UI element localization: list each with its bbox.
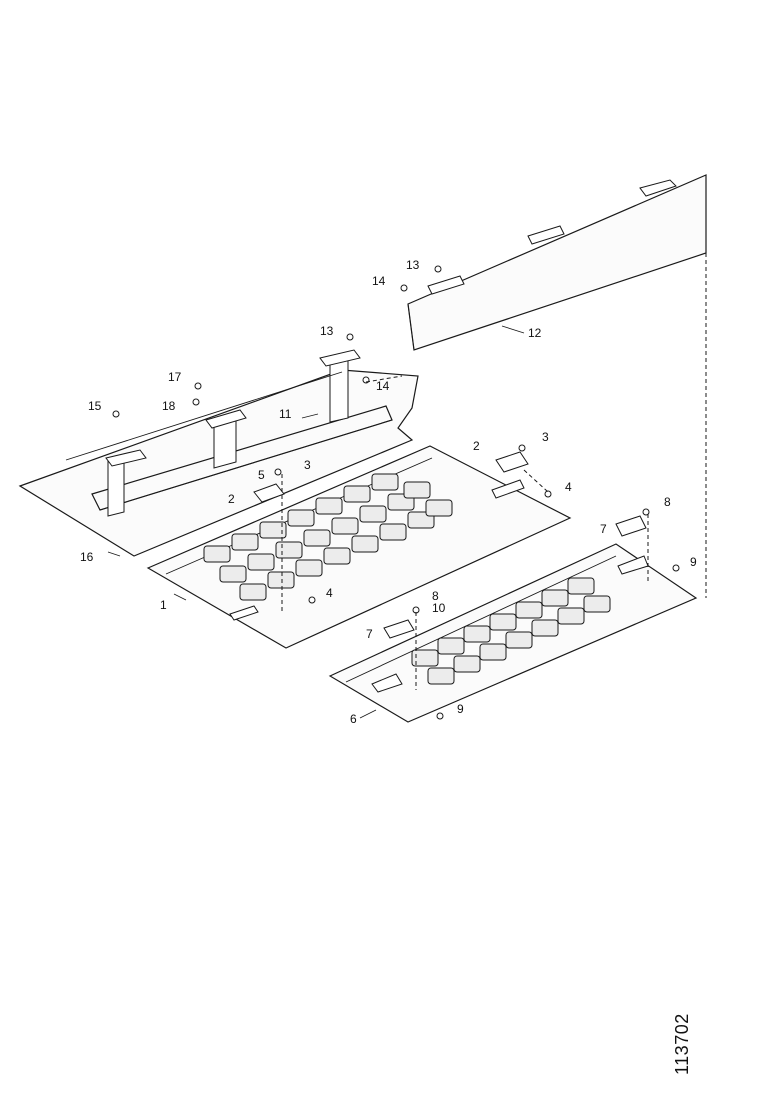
label-15: 15	[88, 399, 102, 413]
label-17: 17	[168, 370, 182, 384]
label-11: 11	[279, 407, 292, 421]
mat-6-cells	[411, 577, 611, 685]
label-8: 8	[664, 495, 671, 509]
label-14: 14	[376, 379, 390, 393]
label-8: 8	[432, 589, 439, 603]
label-14: 14	[372, 274, 386, 288]
label-1: 1	[160, 598, 167, 612]
label-4: 4	[326, 586, 333, 600]
figure-code: 113702	[672, 1013, 692, 1075]
label-7: 7	[600, 522, 607, 536]
label-5: 5	[258, 468, 265, 482]
part-16-frame-panel	[18, 349, 419, 557]
label-4: 4	[565, 480, 572, 494]
label-7: 7	[366, 627, 373, 641]
label-18: 18	[162, 399, 176, 413]
label-9: 9	[457, 702, 464, 716]
label-2: 2	[473, 439, 480, 453]
label-13: 13	[320, 324, 334, 338]
hardware	[112, 265, 680, 720]
label-16: 16	[80, 550, 94, 564]
label-3: 3	[304, 458, 311, 472]
label-13: 13	[406, 258, 420, 272]
label-6: 6	[350, 712, 357, 726]
part-6-floor-mat	[328, 543, 698, 723]
label-2: 2	[228, 492, 235, 506]
leader-lines	[107, 325, 525, 719]
label-9: 9	[690, 555, 697, 569]
label-10: 10	[432, 601, 446, 615]
part-12-side-panel	[407, 174, 707, 598]
callout-labels: 1 2 2 3 3 4 4 5 6 7 7 8 8 9 9 10 11 12 1…	[80, 258, 697, 726]
label-12: 12	[528, 326, 542, 340]
label-3: 3	[542, 430, 549, 444]
